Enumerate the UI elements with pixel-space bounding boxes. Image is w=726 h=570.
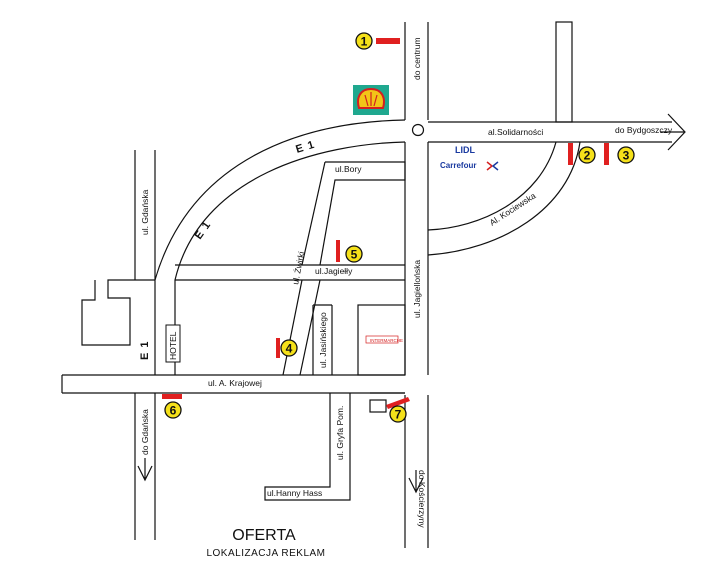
svg-text:4: 4 bbox=[286, 342, 293, 356]
road-krajowej bbox=[61, 374, 405, 394]
road-jagiellonska bbox=[404, 142, 429, 375]
footer-subtitle: LOKALIZACJA REKLAM bbox=[206, 548, 325, 559]
road-do-centrum bbox=[404, 22, 429, 120]
hotel-box bbox=[165, 324, 181, 363]
label-e1-low: E 1 bbox=[139, 340, 151, 360]
ad-markers bbox=[162, 38, 609, 409]
badge-3: 3 bbox=[617, 146, 635, 164]
badge-5: 5 bbox=[345, 245, 363, 263]
footer-title: OFERTA bbox=[232, 527, 296, 544]
label-e1-top: E 1 bbox=[294, 139, 316, 156]
label-do-koscierzyny: do Kościerzyny bbox=[417, 470, 427, 528]
svg-text:LIDL: LIDL bbox=[455, 145, 475, 155]
svg-text:7: 7 bbox=[395, 408, 402, 422]
svg-text:1: 1 bbox=[361, 35, 368, 49]
svg-text:5: 5 bbox=[351, 248, 358, 262]
lidl-logo: LIDL bbox=[455, 145, 475, 155]
small-building bbox=[369, 399, 387, 413]
building-top-right bbox=[555, 21, 573, 123]
svg-text:6: 6 bbox=[170, 404, 177, 418]
shell-logo bbox=[353, 85, 389, 115]
label-do-centrum: do centrum bbox=[412, 37, 422, 80]
label-do-bydgoszczy: do Bydgoszczy bbox=[615, 125, 673, 135]
intermarche-logo: INTERMARCHE bbox=[365, 335, 403, 344]
road-jagielly bbox=[175, 264, 405, 281]
roundabout bbox=[411, 123, 425, 137]
arrow-gdansk bbox=[137, 458, 153, 482]
label-jagielly: ul.Jagiełły bbox=[315, 266, 353, 276]
svg-text:3: 3 bbox=[623, 149, 630, 163]
label-do-gdanska: do Gdańska bbox=[140, 409, 150, 455]
road-do-gdanska bbox=[134, 150, 156, 540]
label-jasinskiego: ul. Jasińskiego bbox=[318, 312, 328, 368]
road-koscierzyna bbox=[404, 395, 429, 548]
label-solidarnosci: al.Solidarności bbox=[488, 127, 543, 137]
road-gryfa bbox=[264, 393, 351, 501]
svg-text:Carrefour: Carrefour bbox=[440, 161, 476, 170]
label-gdanska: ul. Gdańska bbox=[140, 189, 150, 235]
road-kociewska bbox=[427, 141, 581, 256]
label-gryfa-pom: ul. Gryfa Pom. bbox=[335, 406, 345, 460]
road-jasinskiego bbox=[312, 304, 333, 375]
label-kociewska: Al. Kociewska bbox=[488, 190, 538, 227]
label-hotel: HOTEL bbox=[168, 331, 178, 360]
label-e1-mid: E 1 bbox=[193, 219, 214, 242]
label-bory: ul.Bory bbox=[335, 164, 362, 174]
badge-4: 4 bbox=[280, 339, 298, 357]
badge-1: 1 bbox=[355, 32, 373, 50]
svg-text:INTERMARCHE: INTERMARCHE bbox=[370, 338, 403, 343]
badge-2: 2 bbox=[578, 146, 596, 164]
road-zwirki bbox=[282, 279, 321, 376]
road-bory bbox=[319, 161, 406, 266]
label-krajowej: ul. A. Krajowej bbox=[208, 378, 262, 388]
badge-7: 7 bbox=[389, 405, 407, 423]
road-network bbox=[61, 21, 686, 548]
building-left bbox=[81, 279, 155, 346]
road-e1 bbox=[154, 119, 406, 375]
street-labels: do centrum al.Solidarności do Bydgoszczy… bbox=[139, 37, 673, 528]
arrow-bydgoszcz bbox=[660, 113, 686, 151]
label-hanny-hass: ul.Hanny Hass bbox=[267, 488, 322, 498]
road-solidarnosci bbox=[428, 121, 672, 143]
svg-text:2: 2 bbox=[584, 149, 591, 163]
label-jagiellonska: ul. Jagiellońska bbox=[412, 260, 422, 318]
badge-6: 6 bbox=[164, 401, 182, 419]
arrow-koscierzyna bbox=[408, 470, 424, 494]
carrefour-logo: Carrefour bbox=[440, 161, 499, 171]
